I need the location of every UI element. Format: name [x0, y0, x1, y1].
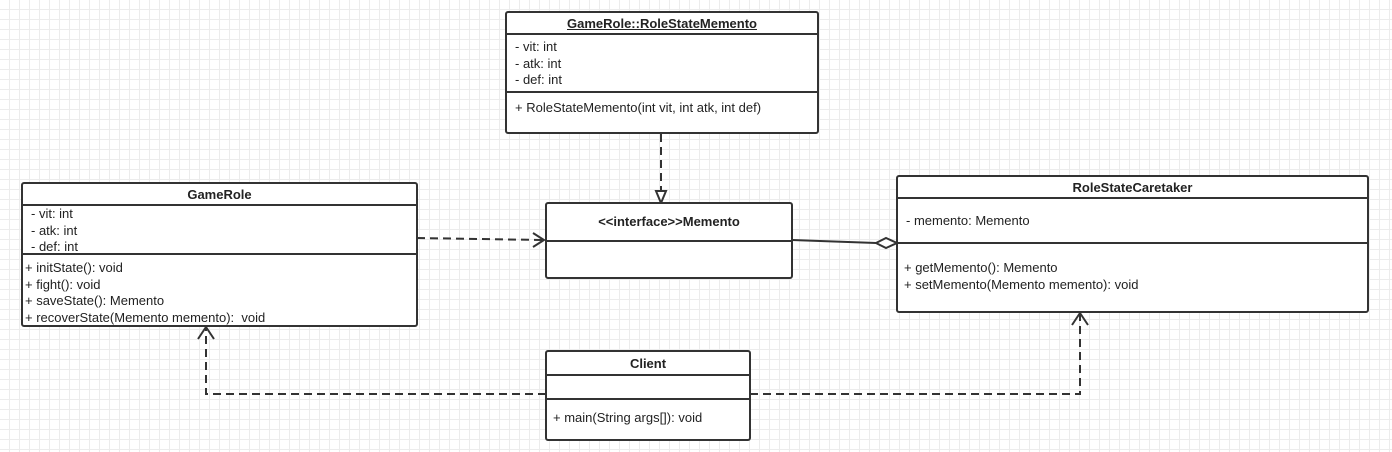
- operations-section: + getMemento(): Memento + setMemento(Mem…: [898, 244, 1367, 293]
- class-name: Client: [547, 352, 749, 376]
- class-role-state-caretaker[interactable]: RoleStateCaretaker - memento: Memento + …: [896, 175, 1369, 313]
- class-name: RoleStateCaretaker: [898, 177, 1367, 199]
- dependency-gamerole-to-memento: [416, 232, 546, 248]
- operation-row: + fight(): void: [25, 276, 101, 292]
- operation-row: + setMemento(Memento memento): void: [904, 276, 1139, 292]
- attributes-section: - vit: int - atk: int - def: int: [507, 35, 817, 93]
- attribute-row: - def: int: [515, 72, 562, 87]
- class-name: GameRole::RoleStateMemento: [507, 13, 817, 35]
- attribute-row: - def: int: [31, 239, 78, 254]
- operation-row: + saveState(): Memento: [25, 293, 165, 308]
- attributes-section: - memento: Memento: [898, 199, 1367, 244]
- attribute-row: - vit: int: [31, 206, 73, 221]
- attribute-row: - memento: Memento: [906, 213, 1030, 228]
- operation-row: + RoleStateMemento(int vit, int atk, int…: [515, 100, 762, 115]
- operations-section: + initState(): void + fight(): void + sa…: [23, 255, 416, 326]
- class-role-state-memento[interactable]: GameRole::RoleStateMemento - vit: int - …: [505, 11, 819, 134]
- class-name: <<interface>>Memento: [547, 204, 791, 242]
- class-client[interactable]: Client + main(String args[]): void: [545, 350, 751, 441]
- dependency-client-to-gamerole: [197, 325, 546, 395]
- operation-row: + initState(): void: [25, 260, 123, 275]
- realization-memento-impl-to-memento: [654, 134, 668, 206]
- aggregation-caretaker-memento: [791, 236, 900, 250]
- operations-section: + main(String args[]): void: [547, 400, 749, 427]
- attributes-section: - vit: int - atk: int - def: int: [23, 206, 416, 255]
- class-game-role[interactable]: GameRole - vit: int - atk: int - def: in…: [21, 182, 418, 327]
- operations-section: + RoleStateMemento(int vit, int atk, int…: [507, 93, 817, 117]
- operation-row: + recoverState(Memento memento): void: [25, 309, 266, 325]
- operation-row: + main(String args[]): void: [553, 410, 703, 425]
- dependency-client-to-caretaker: [750, 311, 1089, 395]
- attribute-row: - vit: int: [515, 39, 557, 54]
- attribute-row: - atk: int: [31, 222, 78, 238]
- attribute-row: - atk: int: [515, 55, 562, 71]
- operation-row: + getMemento(): Memento: [904, 260, 1058, 275]
- attributes-section: [547, 376, 749, 400]
- class-name: GameRole: [23, 184, 416, 206]
- class-memento-interface[interactable]: <<interface>>Memento: [545, 202, 793, 279]
